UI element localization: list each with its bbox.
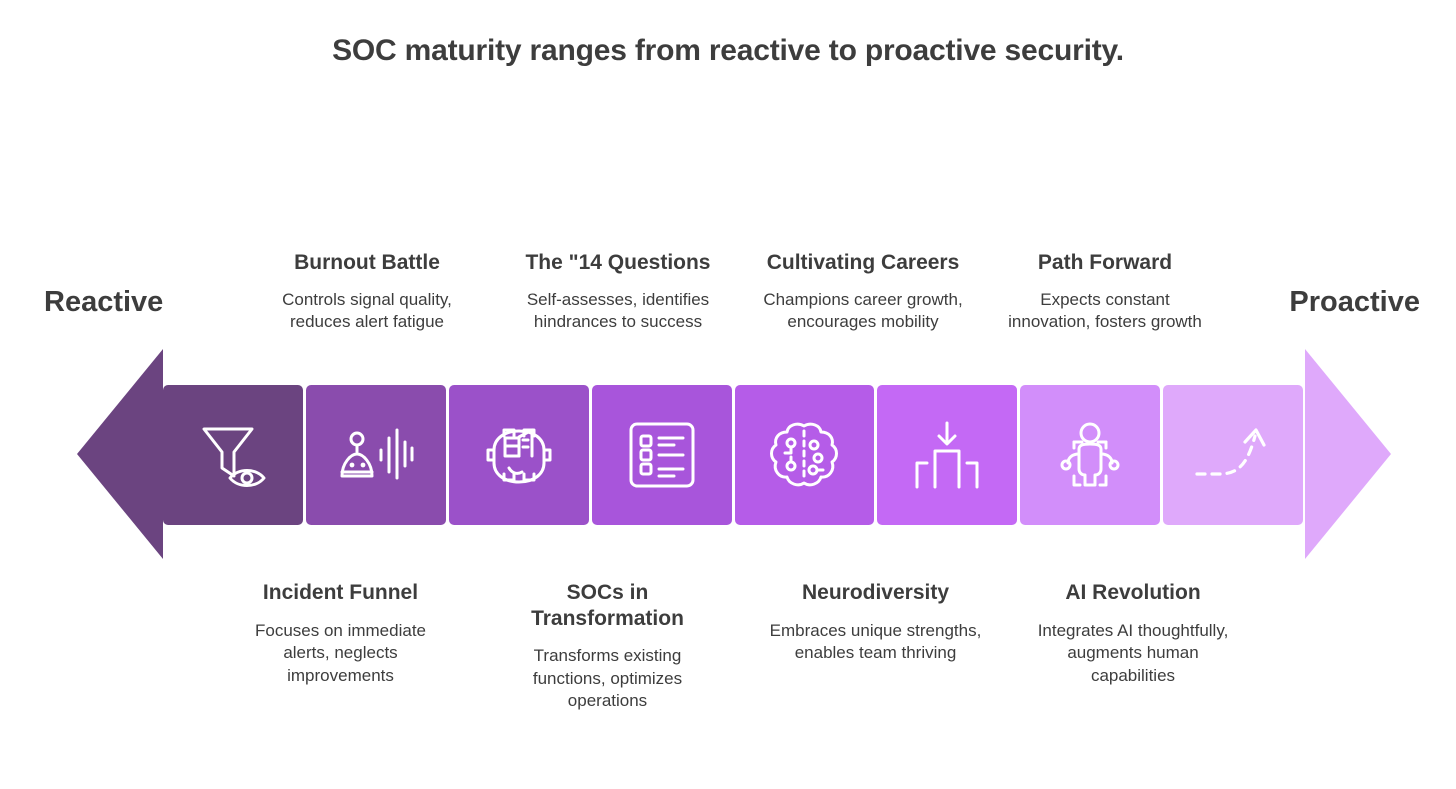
caption-title: Cultivating Careers — [766, 251, 960, 275]
arrowhead-right-icon — [1305, 349, 1391, 559]
page-title: SOC maturity ranges from reactive to pro… — [332, 34, 1124, 67]
funnel-eye-icon — [202, 427, 266, 487]
caption-title: Neurodiversity — [801, 581, 950, 604]
caption-title: Burnout Battle — [294, 251, 440, 275]
gear-buildings-icon — [486, 428, 552, 484]
caption-desc: Expects constant innovation, fosters gro… — [1008, 289, 1202, 332]
caption-burnout-battle: Burnout Battle Controls signal quality, … — [262, 250, 472, 334]
robot-soundwave-icon — [340, 428, 414, 480]
caption-desc: Embraces unique strengths, enables team … — [769, 620, 982, 663]
maturity-block-7[interactable] — [1020, 385, 1161, 525]
caption-desc: Integrates AI thoughtfully, augments hum… — [1037, 620, 1229, 685]
checklist-icon — [629, 422, 695, 488]
caption-cultivating-careers: Cultivating Careers Champions career gro… — [758, 250, 968, 334]
caption-title: The "14 Questions — [525, 251, 711, 275]
caption-incident-funnel: Incident Funnel Focuses on immediate ale… — [233, 580, 448, 687]
caption-14-questions: The "14 Questions Self-assesses, identif… — [513, 250, 723, 334]
axis-label-proactive: Proactive — [1289, 286, 1420, 318]
dashed-rising-arrow-icon — [1195, 428, 1266, 476]
arrowhead-left-shape — [77, 349, 163, 559]
caption-desc: Champions career growth, encourages mobi… — [763, 289, 963, 332]
maturity-block-5[interactable] — [734, 385, 875, 525]
caption-desc: Transforms existing functions, optimizes… — [532, 646, 683, 711]
maturity-block-1[interactable] — [163, 385, 303, 525]
caption-title: Path Forward — [1037, 251, 1173, 275]
person-ai-icon — [1060, 422, 1120, 487]
caption-desc: Focuses on immediate alerts, neglects im… — [254, 620, 427, 685]
caption-desc: Controls signal quality, reduces alert f… — [282, 289, 452, 332]
arrowhead-right-shape — [1305, 349, 1391, 559]
caption-ai-revolution: AI Revolution Integrates AI thoughtfully… — [1027, 580, 1239, 687]
caption-title: AI Revolution — [1065, 581, 1201, 604]
maturity-block-6[interactable] — [877, 385, 1018, 525]
caption-socs-in-transformation: SOCs in Transformation Transforms existi… — [500, 580, 715, 713]
caption-neurodiversity: Neurodiversity Embraces unique strengths… — [768, 580, 983, 665]
arrowhead-left-icon — [77, 349, 163, 559]
caption-desc: Self-assesses, identifies hindrances to … — [526, 289, 710, 332]
caption-title: Incident Funnel — [262, 581, 419, 604]
brain-icon — [770, 422, 839, 487]
maturity-block-2[interactable] — [305, 385, 446, 525]
maturity-block-strip — [163, 385, 1303, 525]
maturity-block-3[interactable] — [448, 385, 589, 525]
caption-title: SOCs in Transformation — [531, 581, 684, 630]
axis-label-reactive: Reactive — [44, 286, 164, 318]
maturity-block-4[interactable] — [591, 385, 732, 525]
caption-path-forward: Path Forward Expects constant innovation… — [1000, 250, 1210, 334]
maturity-block-8[interactable] — [1163, 385, 1303, 525]
podium-arrow-icon — [915, 421, 979, 489]
